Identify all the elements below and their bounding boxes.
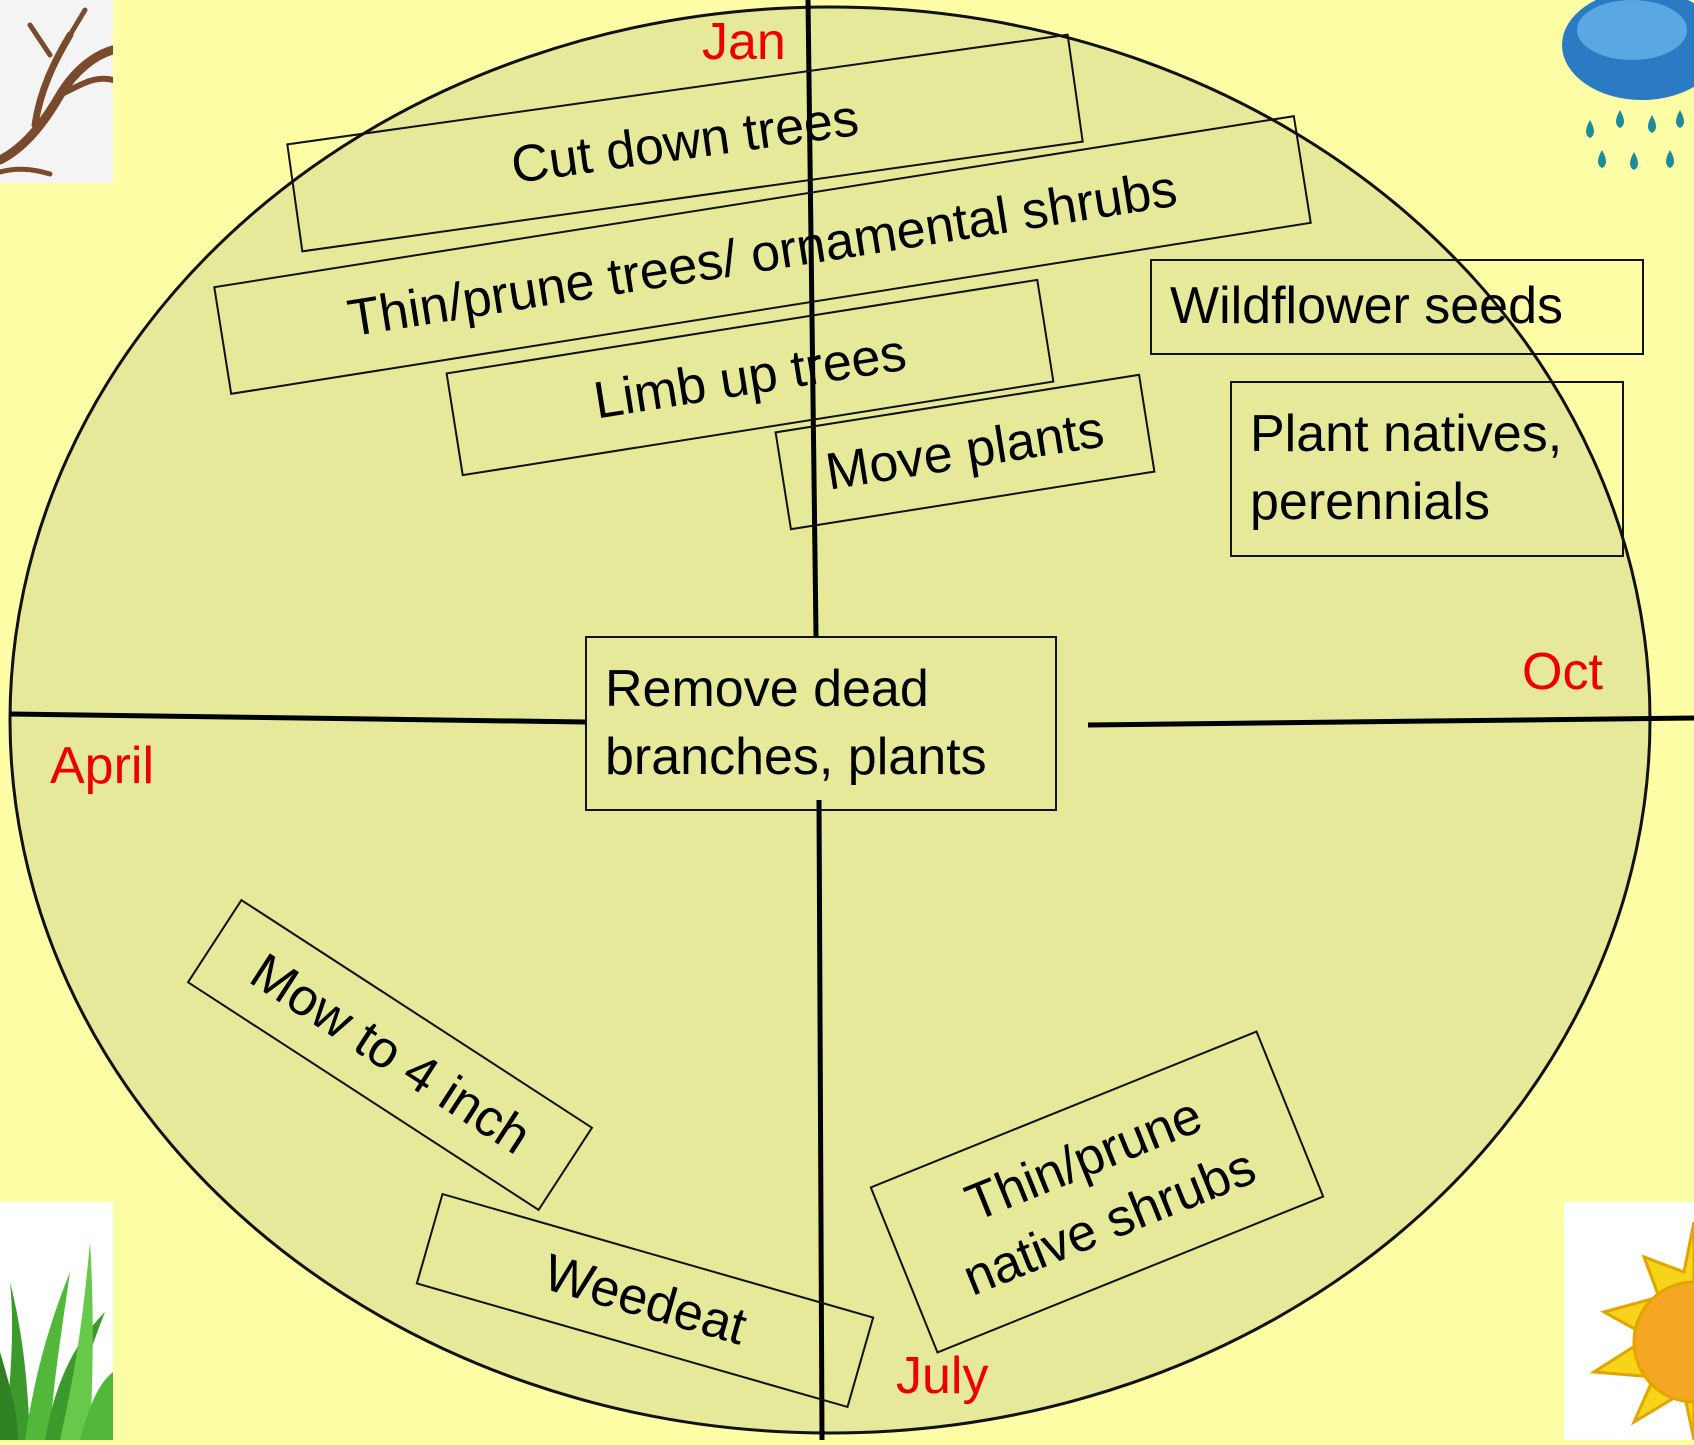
task-text-line-1: Plant natives, <box>1250 401 1562 469</box>
task-text-line-2: perennials <box>1250 469 1562 537</box>
task-text-line-2: branches, plants <box>605 724 987 792</box>
task-remove-dead: Remove dead branches, plants <box>585 636 1057 811</box>
bare-tree-icon <box>0 0 113 183</box>
task-text-line-1: Remove dead <box>605 656 987 724</box>
task-plant-natives: Plant natives, perennials <box>1230 381 1624 557</box>
rain-cloud-icon <box>1552 0 1694 183</box>
month-label-jan: Jan <box>702 16 786 68</box>
month-label-july: July <box>896 1350 988 1402</box>
sun-icon <box>1564 1202 1694 1440</box>
month-label-april: April <box>50 740 154 792</box>
task-wildflower-seeds: Wildflower seeds <box>1150 259 1644 355</box>
task-text: Wildflower seeds <box>1170 273 1563 341</box>
month-label-oct: Oct <box>1522 646 1603 698</box>
grass-icon <box>0 1202 113 1440</box>
